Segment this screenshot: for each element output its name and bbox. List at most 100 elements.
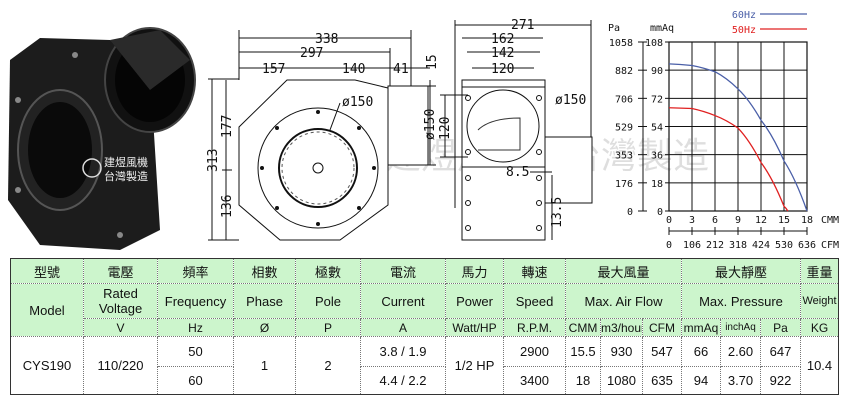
cmm-tick-label: 18	[801, 215, 813, 226]
dim-8-5: 8.5	[506, 165, 529, 180]
th-en-speed: Speed	[503, 283, 566, 319]
th-en-weight: Weight	[800, 283, 839, 319]
cfm-tick-label: 212	[706, 240, 724, 251]
mmaq-tick-label: 72	[651, 94, 663, 105]
unit-watt-hp: Watt/HP	[445, 318, 504, 337]
th-zh-airflow: 最大風量	[565, 258, 682, 284]
cell-speed: 3400	[503, 366, 566, 395]
th-en-current: Current	[360, 283, 446, 319]
front-view-drawing	[208, 30, 436, 241]
side-view-drawing	[440, 20, 593, 241]
th-en-voltage: Rated Voltage	[83, 283, 158, 319]
dim-15: 15	[425, 54, 440, 70]
dim-outlet-dia: ø150	[423, 109, 438, 140]
cell-pa: 922	[760, 366, 801, 395]
cmm-tick-label: 3	[689, 215, 695, 226]
th-zh-weight: 重量	[800, 258, 839, 284]
mmaq-tick-label: 90	[651, 66, 663, 77]
cmm-tick-label: 15	[778, 215, 790, 226]
series-line-60hz	[668, 63, 808, 212]
pa-tick-label: 706	[615, 94, 633, 105]
cell-cfm: 547	[642, 336, 682, 367]
header-row-en: Model Rated Voltage Frequency Phase Pole…	[10, 283, 839, 337]
th-zh-speed: 轉速	[503, 258, 566, 284]
th-zh-model: 型號	[10, 258, 84, 284]
cell-current: 4.4 / 2.2	[360, 366, 446, 395]
spec-table: 型號 電壓 頻率 相數 極數 電流 馬力 轉速 最大風量 最大靜壓 重量 Mod…	[10, 258, 839, 395]
cell-m3h: 1080	[600, 366, 643, 395]
th-zh-pole: 極數	[295, 258, 361, 284]
cmm-tick-label: 9	[735, 215, 741, 226]
pa-tick-label: 0	[627, 207, 633, 218]
cfm-tick-label: 530	[775, 240, 793, 251]
unit-cfm: CFM	[642, 318, 682, 337]
photo-logo-line2: 台灣製造	[104, 169, 148, 183]
cmm-tick-label: 12	[755, 215, 767, 226]
cmm-axis-label: CMM	[821, 215, 839, 226]
pa-tick-label: 1058	[609, 38, 633, 49]
cfm-tick-label: 318	[729, 240, 747, 251]
unit-hz: Hz	[157, 318, 234, 337]
dim-271: 271	[511, 18, 534, 33]
front-view-dimensions: 338 297 157 140 41 15 313 177 136 ø150 ø…	[206, 32, 440, 218]
th-zh-voltage: 電壓	[83, 258, 158, 284]
cfm-axis-label: CFM	[821, 240, 839, 251]
dim-13-5: 13.5	[550, 197, 565, 228]
unit-a: A	[360, 318, 446, 337]
cell-pole: 2	[295, 336, 361, 395]
side-view-dimensions: 271 162 142 120 120 ø150 8.5 13.5	[438, 18, 586, 228]
th-zh-pressure: 最大靜壓	[681, 258, 801, 284]
dim-41: 41	[393, 62, 409, 77]
cell-pa: 647	[760, 336, 801, 367]
cmm-tick-label: 6	[712, 215, 718, 226]
table-row: CYS190 110/220 50 1 2 3.8 / 1.9 1/2 HP 2…	[10, 336, 839, 395]
cfm-tick-label: 636	[798, 240, 816, 251]
unit-m3h: m3/hour	[600, 318, 643, 337]
cell-cmm: 15.5	[565, 336, 601, 367]
unit-mmaq: mmAq	[681, 318, 721, 337]
cell-model: CYS190	[10, 336, 84, 395]
dim-157: 157	[262, 62, 285, 77]
cell-inchaq: 3.70	[720, 366, 761, 395]
th-zh-current: 電流	[360, 258, 446, 284]
cell-current: 3.8 / 1.9	[360, 336, 446, 367]
th-zh-frequency: 頻率	[157, 258, 234, 284]
cfm-tick-label: 424	[752, 240, 770, 251]
dim-136: 136	[220, 195, 235, 218]
dim-140: 140	[342, 62, 365, 77]
cfm-tick-label: 0	[666, 240, 672, 251]
cfm-tick-label: 106	[683, 240, 701, 251]
th-en-power: Power	[445, 283, 504, 319]
pa-tick-label: 529	[615, 123, 633, 134]
blower-photo: 建煜風機 台灣製造	[8, 27, 196, 250]
cell-m3h: 930	[600, 336, 643, 367]
product-drawing-area: 建煜風機・台灣製造 建煜風機 台灣製造 338 297	[8, 10, 839, 251]
mmaq-tick-label: 108	[645, 38, 663, 49]
cell-mmaq: 66	[681, 336, 721, 367]
cell-mmaq: 94	[681, 366, 721, 395]
cell-speed: 2900	[503, 336, 566, 367]
pa-tick-label: 882	[615, 66, 633, 77]
cmm-tick-label: 0	[666, 215, 672, 226]
th-en-model: Model	[10, 283, 84, 337]
th-en-phase: Phase	[233, 283, 296, 319]
legend-label: 50Hz	[732, 25, 756, 36]
cell-phase: 1	[233, 336, 296, 395]
cell-cfm: 635	[642, 366, 682, 395]
th-en-frequency: Frequency	[157, 283, 234, 319]
cell-power: 1/2 HP	[445, 336, 504, 395]
cell-weight: 10.4	[800, 336, 839, 395]
unit-pa: Pa	[760, 318, 801, 337]
unit-inchaq: inchAq	[720, 318, 761, 337]
cell-cmm: 18	[565, 366, 601, 395]
unit-rpm: R.P.M.	[503, 318, 566, 337]
dim-338: 338	[315, 32, 338, 47]
dim-inlet-dia: ø150	[342, 95, 373, 110]
dim-177: 177	[220, 115, 235, 138]
units-row: V Hz Ø P A Watt/HP R.P.M. CMM m3/hour CF…	[11, 318, 839, 337]
cell-freq: 50	[157, 336, 234, 367]
pa-tick-label: 176	[615, 179, 633, 190]
dim-297: 297	[300, 46, 323, 61]
dim-flange-120: 120	[438, 117, 453, 140]
th-en-pole: Pole	[295, 283, 361, 319]
